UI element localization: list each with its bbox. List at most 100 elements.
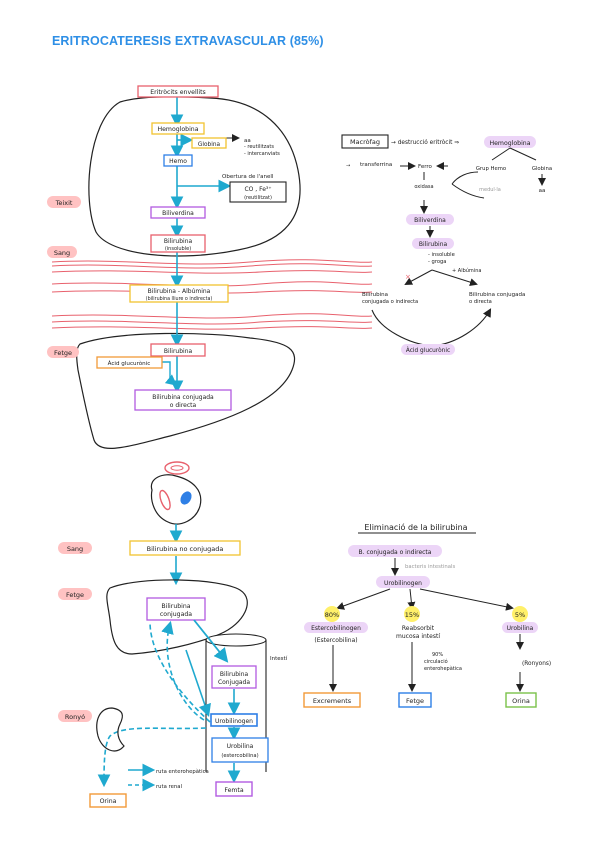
label-bilirubin-albumin: Bilirubina - Albúmina: [148, 288, 211, 295]
pill-fetge: [58, 588, 92, 600]
rbc-icon: [164, 461, 190, 475]
label-elim-heading: Eliminació de la bilirubina: [364, 522, 467, 532]
label-iron: Ferro: [418, 164, 433, 170]
label-ring-opening: Obertura de l'anell: [222, 174, 274, 180]
label-destruction: → destrucció eritròcit ⇒: [391, 139, 459, 146]
label-conjugated-sub: o directa: [170, 402, 197, 409]
label-aa-r: aa: [539, 188, 546, 194]
label-bilirubin-prop-1: - insoluble: [428, 252, 455, 258]
label-bilirubin-albumin-sub: (bilirubina lliure o indirecta): [146, 296, 213, 302]
label-urine-b: Orina: [100, 798, 117, 805]
bottom-left-diagram: Sang Fetge Ronyó Bilirubina no conjugada…: [58, 461, 288, 808]
label-branch-a: Estercobilinogen: [311, 625, 361, 632]
label-co: CO , Fe³⁺: [244, 186, 271, 193]
label-urobilin-b-sub: (estercobilina): [221, 753, 258, 759]
label-intestine-conjugated: Bilirubina: [220, 671, 249, 678]
label-branch-b-note: 90%: [432, 652, 443, 658]
label-globin-r: Globina: [532, 166, 552, 172]
box-macrophage: [341, 134, 389, 149]
label-aa-line-1: - reutilitzats: [244, 144, 274, 150]
label-albumin: + Albúmina: [452, 267, 481, 274]
label-conjugated-b: Bilirubina: [161, 603, 190, 610]
tissue-label-teixit: Teixit: [55, 199, 73, 207]
box-biliverdin: [150, 206, 206, 219]
box-bilirubin-albumin: [129, 284, 229, 303]
label-pct-b: 15%: [405, 611, 419, 619]
pill-bilirubin: [412, 238, 454, 249]
label-unconjugated-b: Bilirubina no conjugada: [147, 545, 224, 553]
label-branch-a-sub: (Estercobilina): [314, 637, 357, 644]
box-feces-b: [215, 781, 253, 797]
label-sang: Sang: [67, 545, 83, 553]
tissue-pill-3: [47, 346, 79, 358]
tissue-label-fetge: Fetge: [54, 349, 72, 357]
label-bilirubin-r: Bilirubina: [419, 241, 448, 248]
liver-outline: [76, 332, 296, 449]
label-conjugated-sub-r: o directa: [469, 299, 492, 305]
label-out-c: Orina: [512, 697, 530, 705]
label-bilirubin-insoluble: Bilirubina: [164, 238, 193, 245]
box-urobilin-b: [211, 737, 269, 763]
top-left-diagram: Teixit Sang Fetge Eritròcits envellits H…: [47, 85, 373, 449]
tissue-pill-1: [47, 196, 81, 208]
tissue-label-sang: Sang: [54, 249, 70, 257]
box-glucuronic: [96, 356, 163, 369]
label-fetge: Fetge: [66, 591, 84, 599]
label-branch-b: Reabsorbit: [402, 625, 435, 632]
box-globin: [191, 137, 227, 149]
label-urobilinogen-e: Urobilinogen: [384, 580, 422, 587]
label-globin: Globina: [198, 142, 221, 148]
page-title: ERITROCATERESIS EXTRAVASCULAR (85%): [52, 34, 324, 48]
box-hemoglobin: [151, 122, 205, 135]
label-elim-start: B. conjugada o indirecta: [359, 549, 432, 556]
label-bilirubin-prop-2: - groga: [428, 259, 446, 265]
box-out-a: [303, 692, 361, 708]
label-transferrin: transferrina: [360, 162, 392, 168]
label-macrophage: Macròfag: [350, 138, 380, 146]
label-glucuronic: Àcid glucurònic: [108, 360, 151, 367]
label-urobilinogen-b: Urobilinogen: [215, 718, 253, 725]
label-unconjugated-r: Bilirubina: [362, 292, 388, 298]
cross-icon: ×: [405, 273, 411, 281]
label-conjugated-b-sub: conjugada: [160, 611, 192, 618]
label-urobilin-b: Urobilina: [227, 743, 254, 750]
label-bilirubin-insoluble-sub: (insoluble): [165, 246, 191, 252]
kidney-icon: [96, 707, 125, 752]
label-co-sub: (reutilitzat): [244, 195, 272, 201]
badge-pct-b: [404, 606, 420, 622]
label-intestine-conjugated-sub: Conjugada: [218, 679, 250, 686]
blood-vessel: [51, 259, 373, 330]
label-branch-c-sub: (Ronyons): [522, 661, 551, 667]
label-branch-b-note2: circulació: [424, 658, 448, 665]
label-oxidase: oxidasa: [414, 184, 433, 190]
label-route-renal: ruta renal: [156, 784, 182, 790]
label-conjugated-r: Bilirubina conjugada: [469, 292, 525, 298]
label-hemoglobin: Hemoglobina: [157, 126, 198, 133]
label-biliverdin: Biliverdina: [162, 210, 194, 217]
label-pct-a: 80%: [325, 611, 339, 619]
badge-pct-c: [512, 606, 528, 622]
box-out-b: [398, 692, 432, 708]
pill-elim-start: [348, 545, 442, 557]
label-route-hepatic: ruta enterohepàtica: [156, 768, 209, 775]
badge-pct-a: [324, 606, 340, 622]
pill-sang: [58, 542, 92, 554]
label-out-b: Fetge: [406, 697, 424, 705]
box-urine-b: [89, 793, 127, 808]
box-conjugated-b: [146, 597, 206, 621]
label-rony: Ronyó: [65, 713, 85, 721]
label-bilirubin-liver: Bilirubina: [164, 348, 193, 355]
label-unconjugated-sub-r: conjugada o indirecta: [362, 299, 418, 305]
macrophage-diagram: Macròfag → destrucció eritròcit ⇒ Hemogl…: [341, 134, 552, 355]
pill-branch-a: [304, 622, 368, 633]
label-biliverdin-r: Biliverdina: [414, 217, 446, 224]
label-aa-line-2: - intercanviats: [244, 151, 280, 157]
box-bilirubin-insoluble: [150, 234, 206, 253]
label-feces-b: Femta: [224, 787, 243, 794]
label-branch-b-sub: mucosa intestí: [396, 633, 440, 640]
label-heme: Hemo: [169, 158, 187, 165]
label-bacteria: bacteris intestinals: [405, 564, 455, 570]
box-conjugated: [134, 389, 232, 411]
